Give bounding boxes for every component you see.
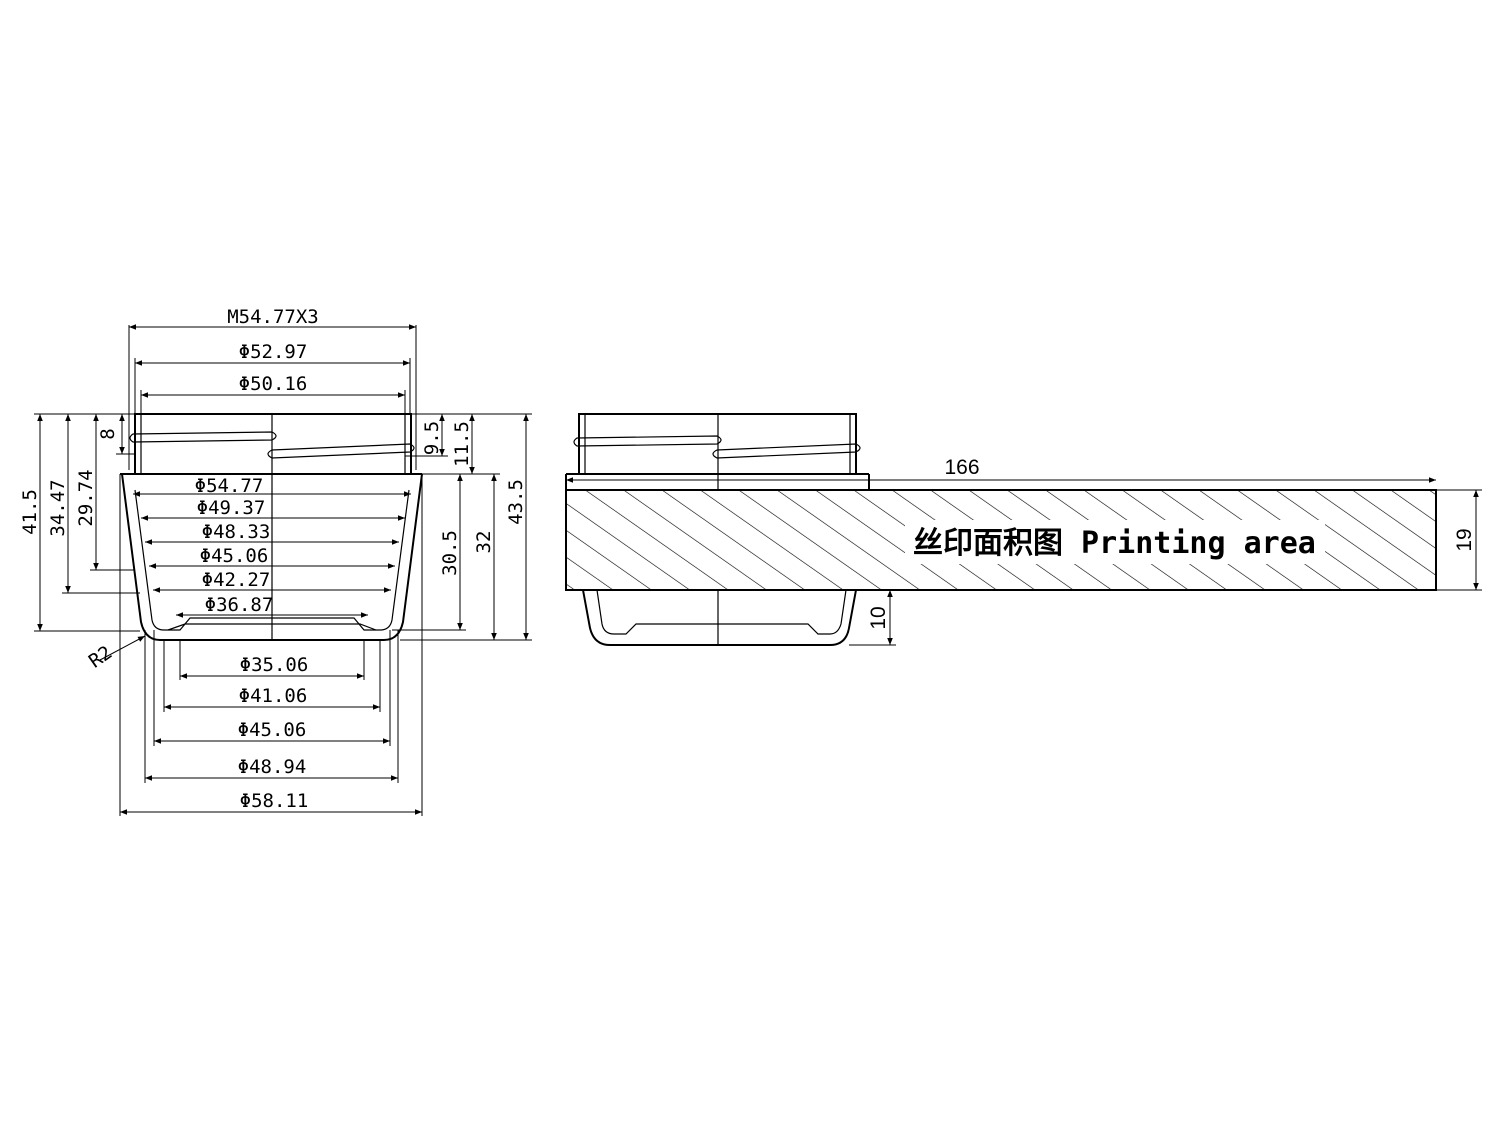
thread-loop — [267, 443, 415, 459]
dim-bottom-0: Φ35.06 — [240, 654, 309, 676]
side-body-outer — [582, 589, 857, 646]
dim-bottom-gap: 10 — [867, 606, 890, 629]
dim-left-2: 29.74 — [75, 469, 97, 526]
side-thread-loop — [573, 435, 722, 447]
dim-bottom-3: Φ48.94 — [238, 756, 307, 778]
dim-bottom-4: Φ58.11 — [240, 790, 309, 812]
neck-outline — [134, 413, 412, 475]
dim-top-1: Φ50.16 — [239, 373, 308, 395]
front-view-dimensions: M54.77X3 Φ52.97 Φ50.16 Φ54.77 Φ49.37 Φ48… — [19, 306, 532, 816]
dim-inner-4: Φ42.27 — [202, 569, 271, 591]
side-body-inner — [596, 589, 847, 635]
side-view-jar — [565, 413, 870, 646]
front-view-jar — [120, 413, 423, 641]
printing-area: 丝印面积图 Printing area — [565, 489, 1437, 591]
printing-area-label: 丝印面积图 Printing area — [913, 526, 1316, 561]
dim-right-3: 32 — [473, 531, 495, 554]
printing-label-bg — [905, 520, 1325, 564]
dim-left-0: 41.5 — [19, 489, 41, 535]
dim-inner-0: Φ54.77 — [195, 475, 264, 497]
dim-right-0: 9.5 — [421, 421, 443, 455]
dim-thread-spec: M54.77X3 — [227, 306, 319, 328]
side-thread-loop — [712, 443, 861, 459]
radius-leader — [99, 635, 146, 661]
dim-radius: R2 — [85, 642, 116, 673]
dim-bottom-2: Φ45.06 — [238, 719, 307, 741]
side-view-dimensions: 166 19 10 — [566, 456, 1482, 646]
thread-loop — [129, 431, 277, 443]
dim-inner-5: Φ36.87 — [205, 594, 274, 616]
dim-right-1: 11.5 — [451, 421, 473, 467]
dim-left-1: 34.47 — [47, 479, 69, 536]
dim-bottom-1: Φ41.06 — [239, 685, 308, 707]
dim-left-3: 8 — [97, 428, 119, 439]
dim-inner-2: Φ48.33 — [202, 521, 271, 543]
dim-inner-1: Φ49.37 — [197, 497, 266, 519]
dim-inner-3: Φ45.06 — [200, 545, 269, 567]
dim-printing-height: 19 — [1453, 528, 1476, 551]
dim-right-4: 43.5 — [505, 479, 527, 525]
dim-right-2: 30.5 — [439, 530, 461, 576]
dim-total-length: 166 — [944, 456, 979, 479]
dim-top-0: Φ52.97 — [239, 341, 308, 363]
